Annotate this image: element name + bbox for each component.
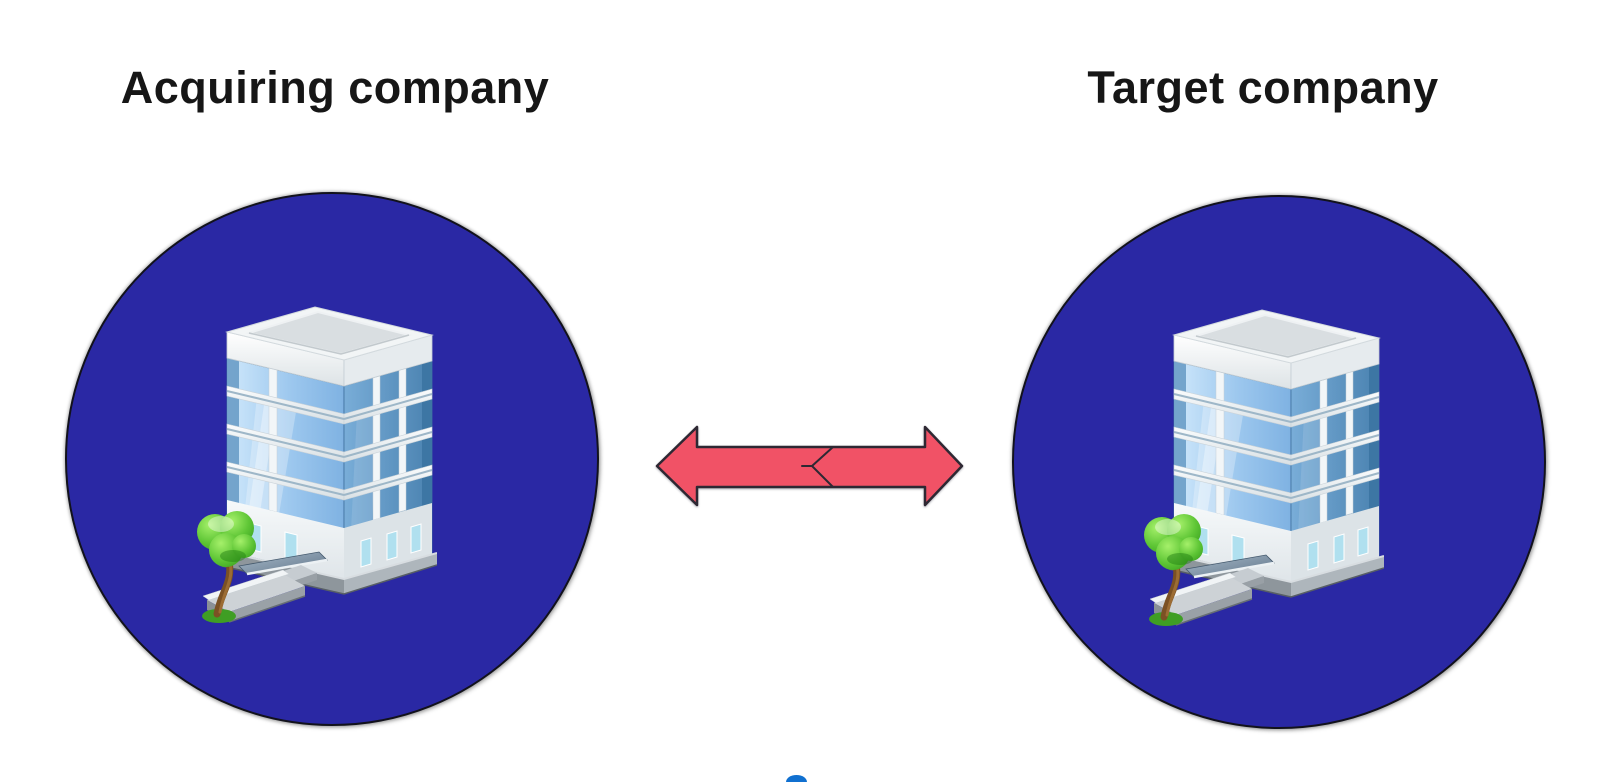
- office-building-icon: [191, 290, 437, 636]
- target-company-title: Target company: [1087, 62, 1439, 113]
- clipped-blue-fragment-icon: [786, 775, 807, 782]
- acquiring-company-circle: [65, 192, 599, 726]
- acquiring-company-title: Acquiring company: [120, 62, 550, 113]
- double-headed-arrow-icon: [655, 425, 964, 507]
- office-building-icon: [1138, 293, 1384, 639]
- target-company-circle: [1012, 195, 1546, 729]
